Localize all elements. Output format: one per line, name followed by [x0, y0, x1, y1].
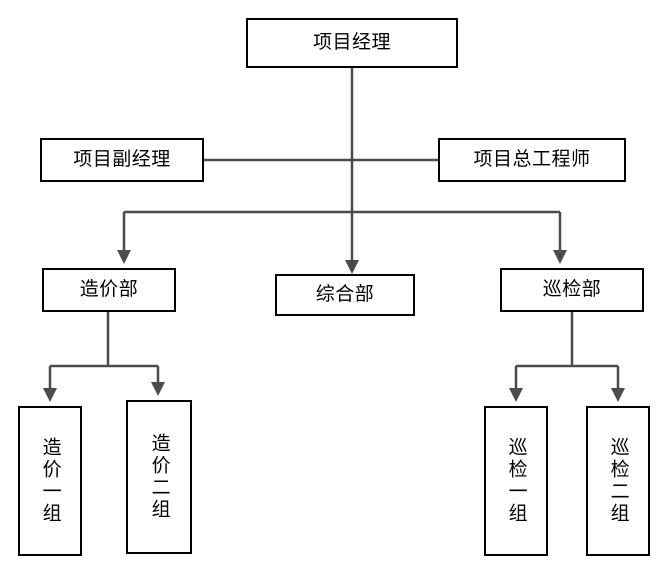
node-label: 项目总工程师	[473, 148, 591, 171]
arrow-patrol2	[611, 388, 625, 402]
node-label: 项目副经理	[73, 148, 171, 171]
node-label: 造价一组	[39, 437, 62, 525]
node-patrol-team-1[interactable]: 巡检一组	[484, 406, 548, 556]
node-label: 造价二组	[148, 433, 171, 521]
node-label: 巡检一组	[505, 437, 528, 525]
arrow-cost2	[151, 382, 165, 396]
node-cost-team-1[interactable]: 造价一组	[18, 406, 82, 556]
node-patrol-department[interactable]: 巡检部	[500, 268, 644, 312]
node-label: 巡检二组	[607, 437, 630, 525]
node-label: 项目经理	[312, 31, 391, 54]
node-project-manager[interactable]: 项目经理	[246, 18, 458, 68]
node-general-department[interactable]: 综合部	[275, 274, 415, 316]
node-cost-team-2[interactable]: 造价二组	[126, 400, 192, 554]
node-deputy-project-manager[interactable]: 项目副经理	[40, 138, 204, 182]
arrow-cost1	[43, 388, 57, 402]
arrow-patrol1	[509, 388, 523, 402]
node-patrol-team-2[interactable]: 巡检二组	[586, 406, 650, 556]
node-label: 巡检部	[542, 278, 602, 301]
arrow-patrol	[553, 250, 567, 264]
arrow-cost	[117, 250, 131, 264]
node-label: 综合部	[315, 283, 375, 306]
node-cost-department[interactable]: 造价部	[42, 268, 176, 312]
node-label: 造价部	[79, 278, 139, 301]
arrow-general	[345, 260, 359, 274]
node-chief-engineer[interactable]: 项目总工程师	[438, 138, 626, 182]
